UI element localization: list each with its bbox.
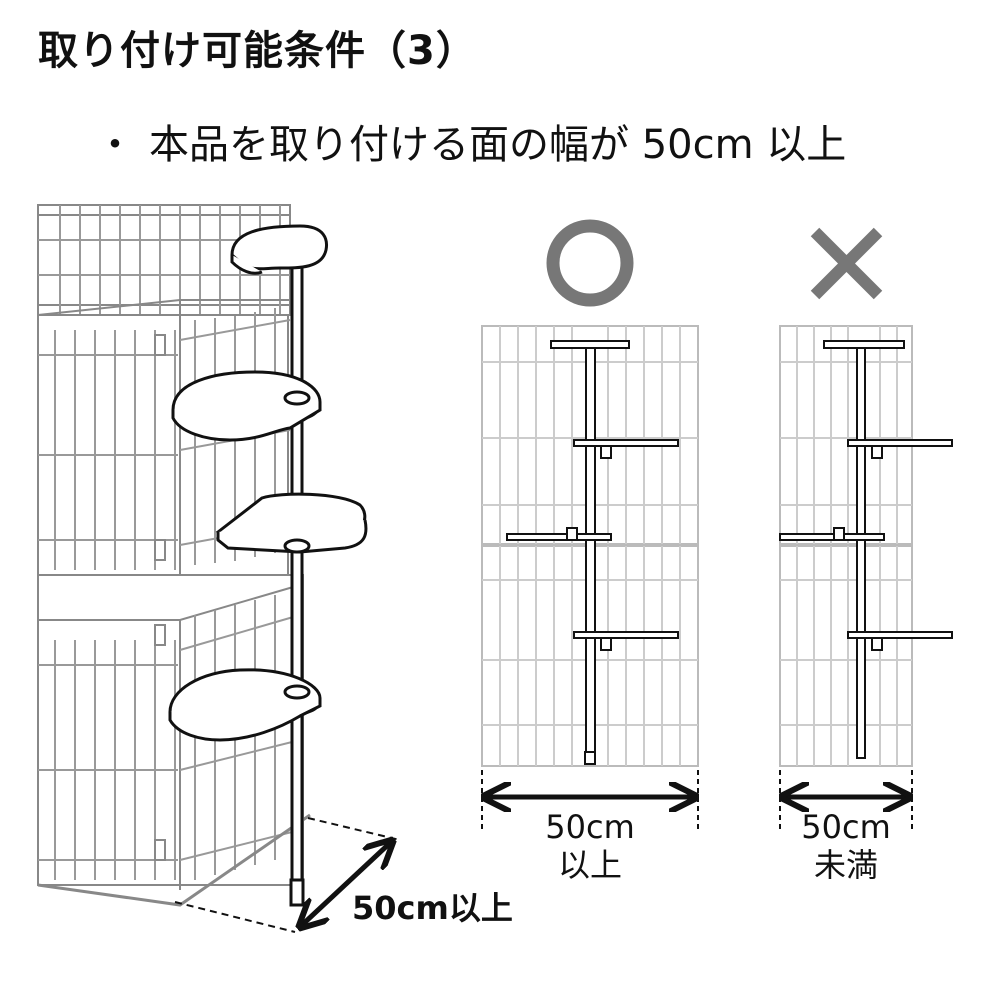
cage-illustration xyxy=(37,204,311,907)
ok-width-guide xyxy=(481,770,699,830)
shelf-bottom xyxy=(168,668,322,742)
ng-width-guide xyxy=(779,770,913,830)
condition-sentence: 本品を取り付ける面の幅が 50cm 以上 xyxy=(149,122,847,168)
shelf-3 xyxy=(215,492,368,554)
condition-text: ・本品を取り付ける面の幅が 50cm 以上 xyxy=(95,112,846,170)
page-title: 取り付け可能条件（3） xyxy=(38,28,477,74)
ng-cage-panel xyxy=(779,325,953,767)
depth-label: 50cm以上 xyxy=(352,889,513,927)
ng-width-qualifier: 未満 xyxy=(813,846,878,884)
shelf-2 xyxy=(171,370,322,442)
ok-width-qualifier: 以上 xyxy=(557,846,622,884)
depth-arrow xyxy=(302,843,390,925)
shelf-top xyxy=(230,224,328,275)
ng-width-label: 50cm 未満 xyxy=(760,808,932,884)
bottom-cage-icon xyxy=(37,574,311,907)
condition-bullet: ・ xyxy=(95,122,135,168)
ok-cage-panel xyxy=(481,325,699,767)
ok-width-value: 50cm xyxy=(545,808,635,846)
ng-cross-icon xyxy=(810,227,883,300)
cat-tower-pole xyxy=(289,263,305,907)
ok-width-label: 50cm 以上 xyxy=(500,808,680,884)
ng-width-value: 50cm xyxy=(801,808,891,846)
ok-circle-icon xyxy=(546,219,634,307)
